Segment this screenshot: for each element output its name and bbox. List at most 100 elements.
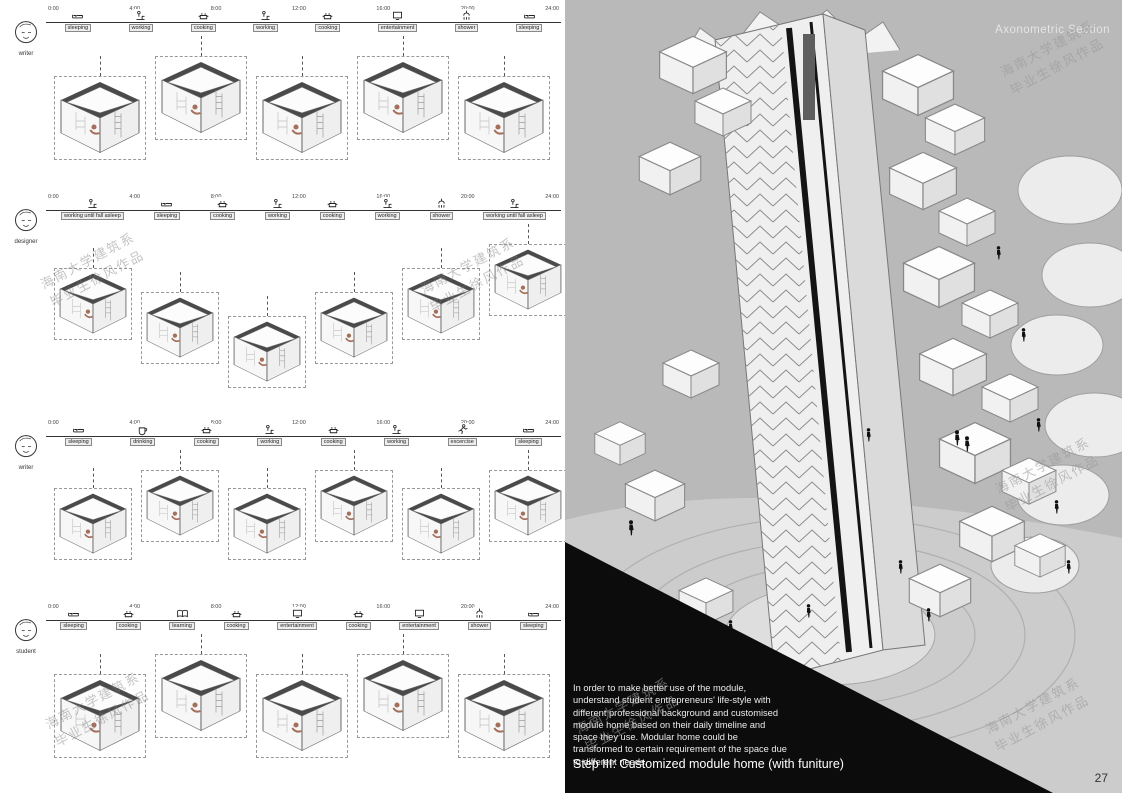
module-cube-icon	[316, 471, 392, 541]
module-row	[46, 630, 561, 758]
persona-timeline-section: writer 0:00 4:00 8:00 12:00	[0, 414, 565, 598]
timeline: 0:00 4:00 8:00 12:00 16:00 20:00 24:00	[46, 604, 561, 793]
timeline: 0:00 4:00 8:00 12:00 16:00 20:00 24:00	[46, 6, 561, 188]
module-cube-icon	[403, 489, 479, 559]
module-axon-drawing	[228, 296, 306, 388]
timeline-panel: writer 0:00 4:00 8:00 12:00	[0, 0, 565, 793]
activity-label: working until fall asleep	[483, 212, 546, 220]
activity: entertainment	[377, 9, 418, 32]
activity: working	[128, 9, 154, 32]
activity-label: working	[253, 24, 279, 32]
activity-label: entertainment	[377, 24, 418, 32]
activity: sleeping	[60, 607, 87, 630]
module-axon-drawing	[402, 248, 480, 340]
module-axon-drawing	[357, 36, 449, 140]
book-icon	[175, 607, 189, 620]
module-cube-icon	[55, 77, 145, 159]
shower-icon	[460, 9, 474, 22]
activity-label: working	[374, 212, 400, 220]
activity-label: sleeping	[515, 24, 543, 32]
pot-icon	[196, 9, 210, 22]
activity: excercise	[447, 423, 477, 446]
activity-label: sleeping	[64, 24, 92, 32]
module-cube-icon	[55, 489, 131, 559]
time-tick: 12:00	[292, 6, 306, 12]
step-title: Step III: Customized module home (with f…	[573, 757, 844, 771]
module-axon-drawing	[458, 654, 550, 758]
pot-icon	[199, 423, 213, 436]
desk-icon	[380, 197, 394, 210]
time-tick: 0:00	[48, 194, 59, 200]
time-tick: 4:00	[129, 420, 141, 426]
persona-badge: student	[6, 604, 46, 793]
persona-face-icon	[12, 206, 40, 237]
activity-label: excercise	[447, 438, 477, 446]
activity-label: shower	[429, 212, 454, 220]
bed-icon	[160, 197, 174, 210]
time-tick: 24:00	[545, 194, 559, 200]
time-tick: 20:00	[460, 604, 475, 610]
pot-icon	[121, 607, 135, 620]
activity-label: working	[384, 438, 410, 446]
time-tick: 12:00	[292, 420, 306, 426]
shower-icon	[434, 197, 448, 210]
time-tick: 8:00	[210, 194, 222, 200]
activity-label: cooking	[223, 622, 249, 630]
activity-label: sleeping	[153, 212, 181, 220]
module-cube-icon	[358, 655, 448, 737]
time-tick: 8:00	[210, 420, 222, 426]
activity: cooking	[115, 607, 141, 630]
activity: working	[374, 197, 400, 220]
pot-icon	[351, 607, 365, 620]
activity: sleeping	[515, 9, 543, 32]
activity-label: working	[257, 438, 283, 446]
activity-strip: sleeping cooking learning	[46, 607, 561, 630]
activity: working	[253, 9, 279, 32]
activity: shower	[454, 9, 479, 32]
activity: cooking	[319, 197, 345, 220]
module-axon-drawing	[228, 468, 306, 560]
activity: sleeping	[153, 197, 181, 220]
tv-icon	[391, 9, 405, 22]
activity: cooking	[223, 607, 249, 630]
activity-strip: sleeping working cooking	[46, 9, 561, 32]
module-row	[46, 220, 565, 388]
module-axon-drawing	[357, 634, 449, 738]
module-axon-drawing	[315, 450, 393, 542]
bed-icon	[71, 423, 85, 436]
activity: working	[264, 197, 290, 220]
module-axon-drawing	[54, 248, 132, 340]
time-tick: 24:00	[545, 604, 559, 610]
activity-label: cooking	[190, 24, 216, 32]
activity: drinking	[130, 423, 156, 446]
persona-label: designer	[14, 239, 38, 245]
module-cube-icon	[142, 293, 218, 363]
activity-label: working until fall asleep	[60, 212, 124, 220]
desk-icon	[508, 197, 522, 210]
persona-timeline-section: writer 0:00 4:00 8:00 12:00	[0, 0, 565, 188]
activity-label: sleeping	[60, 622, 87, 630]
time-tick: 8:00	[210, 604, 222, 610]
activity: entertainment	[399, 607, 439, 630]
module-cube-icon	[142, 471, 218, 541]
axonometric-panel: Axonometric Section In order to make bet…	[565, 0, 1122, 793]
module-cube-icon	[55, 675, 145, 757]
activity: working until fall asleep	[483, 197, 546, 220]
module-axon-drawing	[315, 272, 393, 364]
module-axon-drawing	[458, 56, 550, 160]
time-tick: 20:00	[460, 194, 475, 200]
page-number: 27	[1094, 771, 1108, 785]
persona-face-icon	[12, 432, 40, 463]
module-axon-drawing	[141, 450, 219, 542]
activity: cooking	[320, 423, 346, 446]
time-tick: 16:00	[376, 604, 391, 610]
module-axon-drawing	[256, 56, 348, 160]
activity: sleeping	[520, 607, 547, 630]
activity-label: drinking	[130, 438, 156, 446]
persona-timeline-section: designer 0:00 4:00 8:00 12:00	[0, 188, 565, 414]
desk-icon	[85, 197, 99, 210]
activity-label: cooking	[210, 212, 236, 220]
desk-icon	[134, 9, 148, 22]
module-axon-drawing	[489, 224, 565, 316]
